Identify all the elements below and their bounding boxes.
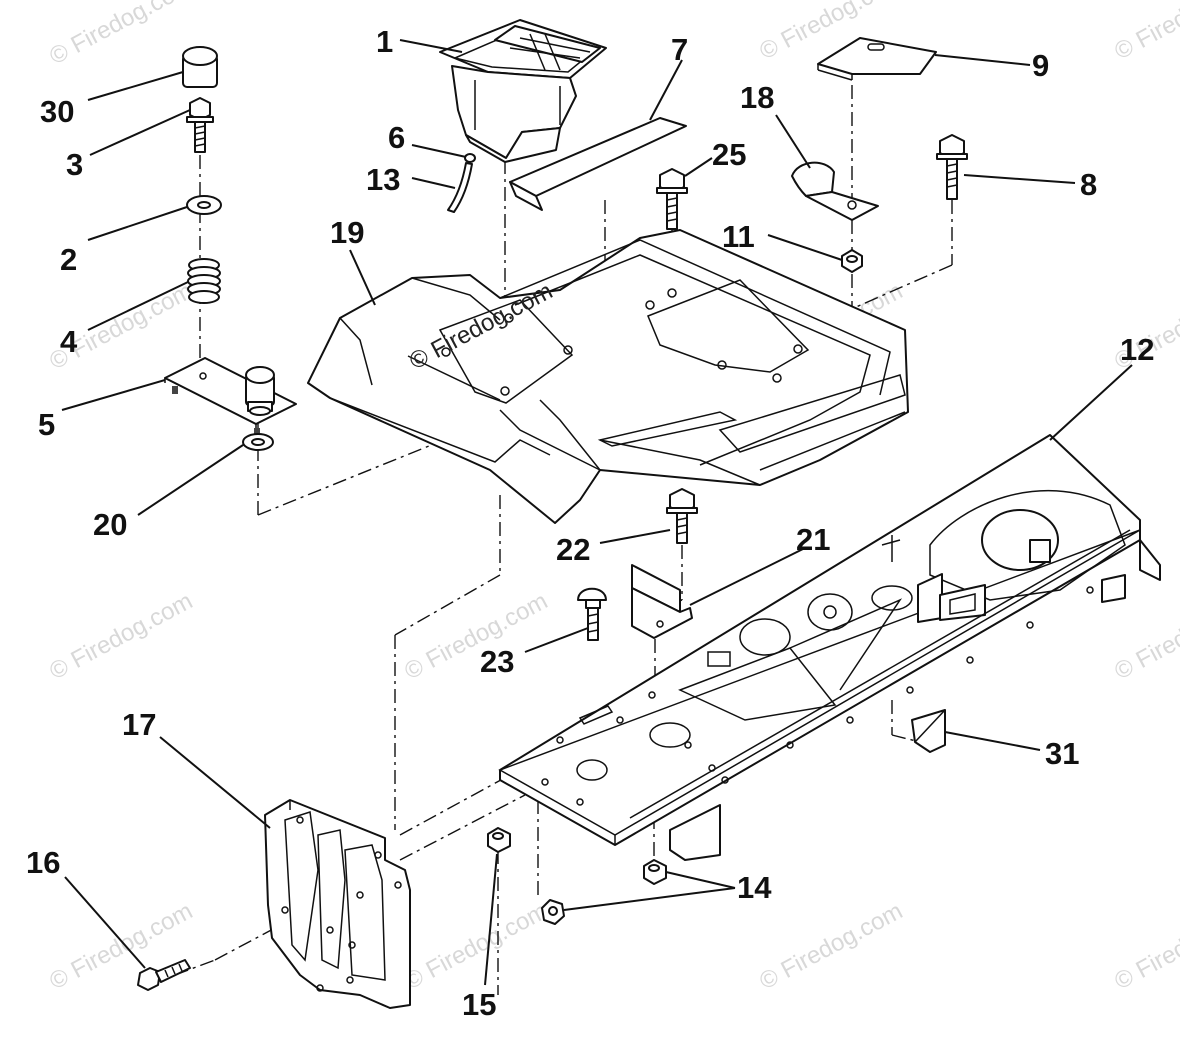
part-3-bolt <box>186 97 214 153</box>
callout-23: 23 <box>480 644 514 679</box>
callout-8: 8 <box>1080 167 1097 202</box>
callout-20: 20 <box>93 507 127 542</box>
assembly-line <box>394 574 501 636</box>
callout-5: 5 <box>38 407 55 442</box>
callout-3: 3 <box>66 147 83 182</box>
callout-2: 2 <box>60 242 77 277</box>
callout-14: 14 <box>737 870 772 905</box>
part-1-tray <box>439 19 607 163</box>
part-25-screw <box>656 168 688 230</box>
part-6-fitting <box>464 153 476 163</box>
part-5-switch-plate <box>164 357 297 436</box>
part-7-decal <box>509 117 687 211</box>
part-18-clamp <box>791 161 879 221</box>
watermark: © Firedog.com <box>45 897 197 995</box>
part-4-spring <box>187 258 221 304</box>
watermark: © Firedog.com <box>400 897 552 995</box>
watermark: © Firedog.com <box>45 587 197 685</box>
callout-21: 21 <box>796 522 830 557</box>
leader-lines <box>61 39 1133 986</box>
watermark: © Firedog.com <box>1110 0 1180 65</box>
callout-22: 22 <box>556 532 590 567</box>
watermark: © Firedog.com <box>755 897 907 995</box>
part-8-bolt <box>936 134 968 200</box>
part-15-nut <box>487 827 511 853</box>
callout-31: 31 <box>1045 736 1079 771</box>
callout-labels: 1 30 3 2 4 5 20 6 13 7 25 19 18 9 8 11 1… <box>26 24 1154 1022</box>
part-11-nut <box>841 249 863 273</box>
part-14-nut <box>643 859 667 885</box>
watermark: © Firedog.com <box>1110 587 1180 685</box>
part-23-carriage-bolt <box>577 587 607 641</box>
part-21-angle-bracket <box>631 564 693 639</box>
callout-1: 1 <box>376 24 393 59</box>
callout-15: 15 <box>462 987 496 1022</box>
callout-6: 6 <box>388 120 405 155</box>
part-30-cap <box>182 46 218 88</box>
part-17-side-plate <box>264 799 411 1009</box>
part-2-washer <box>186 195 222 215</box>
part-13-hose <box>447 162 473 213</box>
callout-30: 30 <box>40 94 74 129</box>
part-12-frame <box>498 434 1161 861</box>
watermark: © Firedog.com <box>1110 897 1180 995</box>
part-19-body-panel: © Firedog.com <box>307 229 909 524</box>
watermark: © Firedog.com <box>400 587 552 685</box>
callout-13: 13 <box>366 162 400 197</box>
callout-25: 25 <box>712 137 746 172</box>
assembly-line <box>399 774 511 836</box>
callout-12: 12 <box>1120 332 1154 367</box>
assembly-line <box>399 794 526 861</box>
part-31-clip <box>911 709 946 753</box>
watermark: © Firedog.com <box>45 0 197 70</box>
assembly-line <box>814 264 953 326</box>
assembly-line <box>891 734 921 743</box>
part-9-bracket <box>817 37 937 81</box>
callout-19: 19 <box>330 215 364 250</box>
part-16-bolt <box>137 959 191 991</box>
callout-4: 4 <box>60 324 78 359</box>
callout-17: 17 <box>122 707 156 742</box>
callout-11: 11 <box>722 219 755 254</box>
callout-9: 9 <box>1032 48 1049 83</box>
part-14-nut <box>541 899 565 925</box>
callout-18: 18 <box>740 80 774 115</box>
callout-16: 16 <box>26 845 60 880</box>
part-20-washer <box>242 433 274 451</box>
part-22-bolt <box>666 488 698 544</box>
callout-7: 7 <box>671 32 688 67</box>
